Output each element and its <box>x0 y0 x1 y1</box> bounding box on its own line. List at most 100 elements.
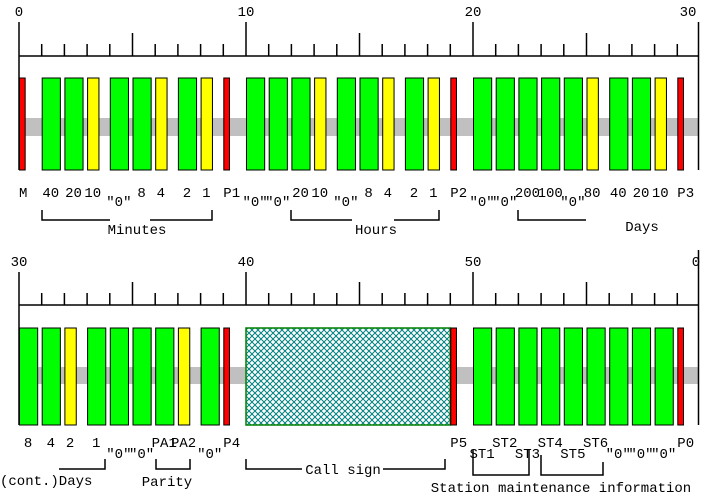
bit-label: ST3 <box>515 447 540 463</box>
bit-label: 8 <box>24 436 32 452</box>
bit-bar-zero <box>268 77 288 171</box>
bit-label: 1 <box>202 186 210 202</box>
bit-bar-zero <box>200 327 220 426</box>
axis-label: 40 <box>238 255 255 271</box>
bit-label: "0" <box>197 447 222 463</box>
bit-bar-zero <box>87 327 107 426</box>
bit-bar-zero <box>336 77 356 171</box>
bit-bar-marker <box>223 77 230 171</box>
bit-label: P5 <box>450 436 467 452</box>
bit-bar-marker <box>450 327 457 426</box>
bit-bar-zero <box>19 327 39 426</box>
axis-label: 50 <box>465 255 482 271</box>
bit-label: 10 <box>84 186 101 202</box>
bit-bar-zero <box>41 327 61 426</box>
bit-bar-zero <box>609 327 629 426</box>
callsign-block <box>245 327 452 426</box>
bit-bar-zero <box>473 327 493 426</box>
group-label-parity: Parity <box>142 475 192 491</box>
axis-label: 20 <box>465 5 482 21</box>
bit-label: P1 <box>223 186 240 202</box>
bit-label: 10 <box>652 186 669 202</box>
bit-bar-one <box>155 77 168 171</box>
bit-bar-one <box>654 77 667 171</box>
group-minutes: Minutes <box>41 210 213 239</box>
group-callsign: Call sign <box>245 459 446 479</box>
bit-bar-marker <box>677 327 684 426</box>
bit-label: "0" <box>606 447 631 463</box>
group-days-cont: (cont.)Days <box>0 459 106 490</box>
bit-label: 40 <box>610 186 627 202</box>
bit-bar-zero <box>246 77 266 171</box>
axis-label: 0 <box>15 5 23 21</box>
bit-bar-zero <box>132 327 152 426</box>
group-label-days: Days <box>625 220 659 236</box>
bit-bar-zero <box>291 77 311 171</box>
bit-label: "0" <box>265 195 290 211</box>
bit-bar-one <box>314 77 327 171</box>
bit-bar-zero <box>609 77 629 171</box>
bit-label: P3 <box>677 186 694 202</box>
bit-label: 80 <box>584 186 601 202</box>
group-days: Days <box>517 210 659 236</box>
bit-bar-zero <box>64 77 84 171</box>
axis-label: 30 <box>680 5 697 21</box>
bit-bar-zero <box>109 327 129 426</box>
bit-label: ST1 <box>469 447 494 463</box>
bit-label: ST5 <box>560 447 585 463</box>
bit-label: 1 <box>92 436 100 452</box>
axis-label: 10 <box>238 5 255 21</box>
bit-label: ST6 <box>583 436 608 452</box>
bit-label: 8 <box>137 186 145 202</box>
bit-label: PA1 <box>152 436 177 452</box>
axis-label: 0 <box>692 255 700 271</box>
bit-bar-one <box>382 77 395 171</box>
group-label-days-cont: (cont.)Days <box>0 474 92 490</box>
bit-bar-zero <box>631 77 652 171</box>
bit-bar-zero <box>563 77 583 171</box>
bit-label: "0" <box>333 195 358 211</box>
bit-label: 2 <box>410 186 418 202</box>
bit-label: P0 <box>677 436 694 452</box>
bit-bar-zero <box>359 77 379 171</box>
bit-label: 8 <box>364 186 372 202</box>
bit-label: "0" <box>106 195 131 211</box>
bit-label: 4 <box>384 186 392 202</box>
bit-bar-zero <box>109 77 129 171</box>
bit-label: ST2 <box>492 436 517 452</box>
bit-bar-marker <box>677 77 684 171</box>
bit-label: 20 <box>633 186 650 202</box>
bit-bar-zero <box>155 327 175 426</box>
bit-bar-zero <box>518 327 538 426</box>
bit-bar-marker <box>19 77 26 171</box>
bit-bar-zero <box>495 327 515 426</box>
bit-bar-one <box>87 77 100 171</box>
bit-label: "0" <box>129 447 154 463</box>
bit-label: ST4 <box>538 436 563 452</box>
bit-label: 4 <box>157 186 165 202</box>
bit-label: 1 <box>429 186 437 202</box>
bit-bar-zero <box>541 77 561 171</box>
bit-label: "0" <box>651 447 676 463</box>
bit-bar-zero <box>541 327 561 426</box>
bit-label: 20 <box>65 186 82 202</box>
bit-bar-zero <box>404 77 425 171</box>
bit-bar-zero <box>631 327 652 426</box>
group-label-callsign: Call sign <box>305 463 381 479</box>
axis-label: 30 <box>11 255 28 271</box>
bit-label: 4 <box>47 436 55 452</box>
bit-bar-marker <box>223 327 230 426</box>
bit-bar-zero <box>473 77 493 171</box>
bit-bar-one <box>177 327 191 426</box>
bit-label: 200 <box>515 186 540 202</box>
bit-label: "0" <box>628 447 653 463</box>
bit-bar-one <box>200 77 213 171</box>
group-parity: Parity <box>142 459 192 491</box>
bit-bar-one <box>64 327 77 426</box>
bit-bar-zero <box>586 327 606 426</box>
bit-label: "0" <box>492 195 517 211</box>
bit-bar-zero <box>654 327 674 426</box>
bit-label: "0" <box>242 195 267 211</box>
